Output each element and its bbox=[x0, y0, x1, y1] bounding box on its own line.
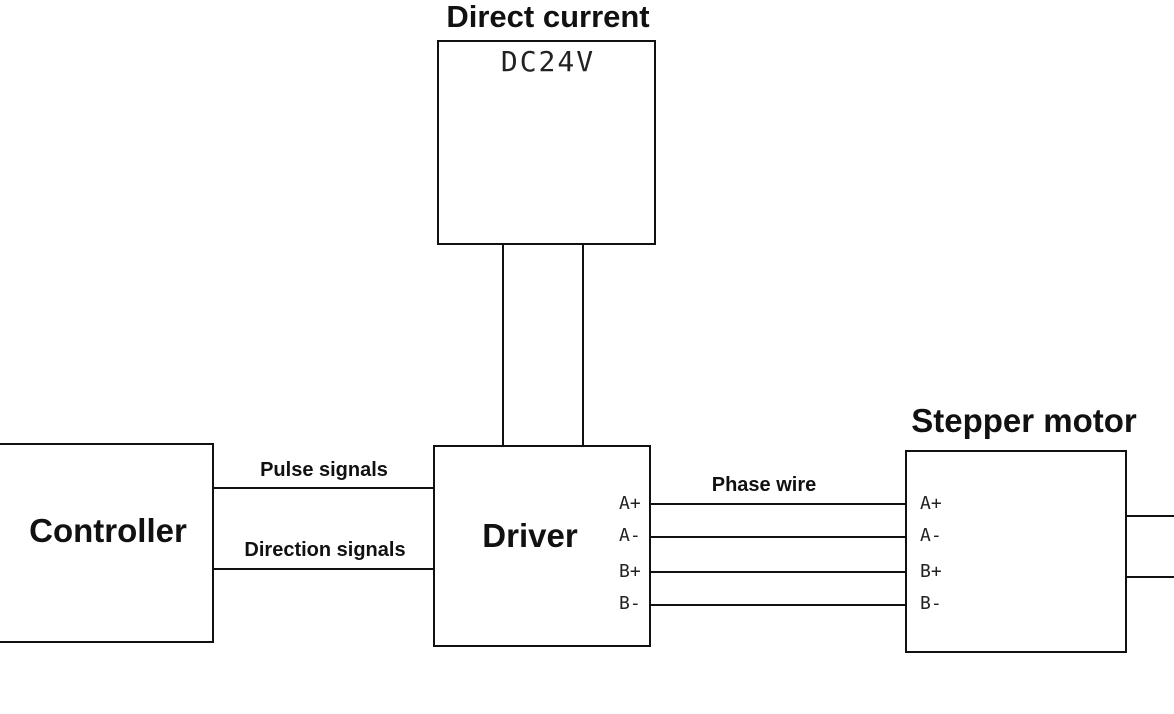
driver-terminal-a-plus: A+ bbox=[619, 493, 641, 514]
driver-box bbox=[433, 445, 651, 647]
driver-terminal-a-minus: A- bbox=[619, 525, 641, 546]
driver-label: Driver bbox=[482, 517, 578, 554]
stepper-motor-title: Stepper motor bbox=[911, 402, 1137, 439]
power-supply-box bbox=[437, 40, 656, 245]
driver-terminal-b-plus: B+ bbox=[619, 561, 641, 582]
controller-box bbox=[0, 443, 214, 643]
controller-label: Controller bbox=[29, 512, 187, 549]
pulse-signal-label: Pulse signals bbox=[260, 459, 388, 481]
direction-signal-label: Direction signals bbox=[244, 539, 405, 561]
motor-terminal-a-minus: A- bbox=[920, 525, 942, 546]
motor-shaft bbox=[1125, 515, 1174, 578]
driver-terminal-b-minus: B- bbox=[619, 593, 641, 614]
motor-terminal-a-plus: A+ bbox=[920, 493, 942, 514]
phase-wire-label: Phase wire bbox=[712, 474, 817, 496]
power-supply-voltage-label: DC24V bbox=[501, 45, 595, 78]
stepper-motor-box bbox=[905, 450, 1127, 653]
power-supply-title: Direct current bbox=[446, 0, 649, 34]
motor-terminal-b-plus: B+ bbox=[920, 561, 942, 582]
motor-terminal-b-minus: B- bbox=[920, 593, 942, 614]
